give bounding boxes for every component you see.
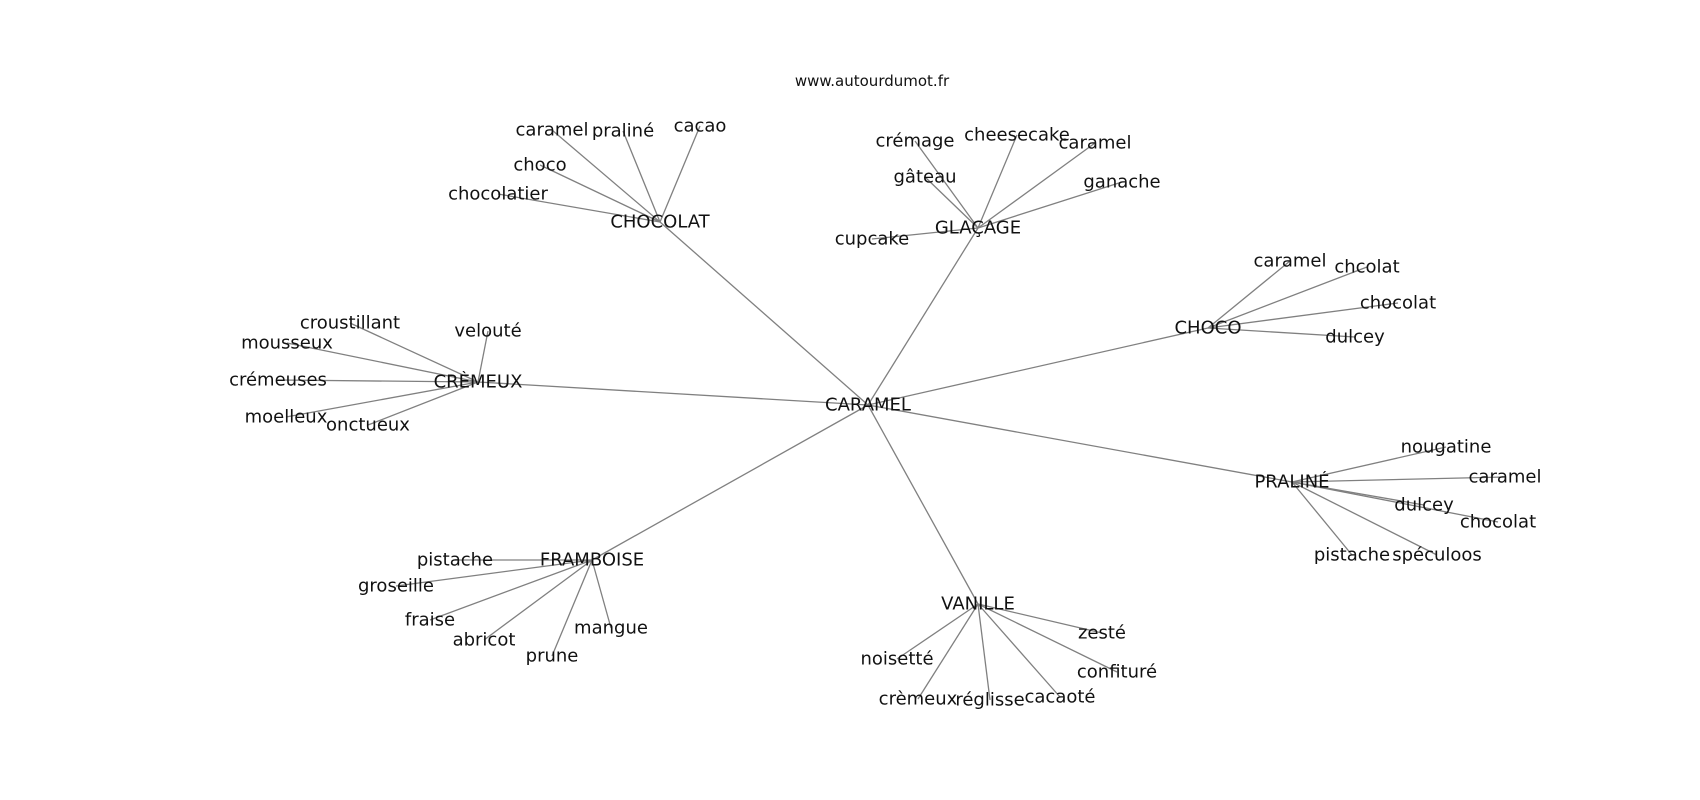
graph-edges (277, 125, 1506, 701)
leaf-praline-nougatine[interactable]: nougatine (1401, 437, 1492, 458)
leaf-vanille-noisette[interactable]: noisetté (860, 649, 933, 670)
edge-chocolat-praline (622, 130, 661, 223)
leaf-choco-dulcey[interactable]: dulcey (1325, 327, 1385, 348)
edge-caramel-framboise (591, 404, 869, 561)
edge-cremeux-cremeuses (277, 379, 479, 383)
leaf-vanille-cremeux[interactable]: crèmeux (879, 689, 958, 710)
leaf-praline-speculoos[interactable]: spéculoos (1392, 545, 1482, 566)
leaf-cremeux-mousseux[interactable]: mousseux (241, 333, 333, 354)
edge-vanille-zeste (977, 603, 1103, 634)
edge-caramel-glacage (867, 227, 979, 406)
leaf-praline-caramel[interactable]: caramel (1469, 467, 1542, 488)
edge-vanille-noisette (896, 603, 979, 660)
edge-choco-chocolat (1207, 302, 1399, 329)
leaf-framboise-groseille[interactable]: groseille (358, 576, 434, 597)
node-praline[interactable]: PRALINÉ (1254, 471, 1329, 493)
edge-caramel-cremeux (477, 381, 869, 406)
leaf-chocolat-choco[interactable]: choco (513, 155, 566, 176)
edge-choco-caramel (1207, 260, 1291, 329)
node-framboise[interactable]: FRAMBOISE (540, 550, 644, 571)
edge-chocolat-chocolatier (497, 193, 661, 223)
edge-cremeux-onctueux (367, 381, 479, 426)
edge-caramel-vanille (867, 404, 979, 605)
edge-caramel-chocolat (659, 221, 869, 406)
edge-framboise-fraise (429, 559, 593, 621)
leaf-chocolat-chocolatier[interactable]: chocolatier (448, 184, 548, 205)
edge-vanille-confiture (977, 603, 1118, 673)
leaf-framboise-fraise[interactable]: fraise (405, 610, 455, 631)
leaf-vanille-confiture[interactable]: confituré (1077, 662, 1157, 683)
leaf-vanille-zeste[interactable]: zesté (1078, 623, 1126, 644)
leaf-cremeux-cremeuses[interactable]: crémeuses (229, 370, 327, 391)
leaf-cremeux-onctueux[interactable]: onctueux (326, 415, 410, 436)
edge-caramel-praline (867, 404, 1293, 483)
leaf-glacage-cremage[interactable]: crémage (875, 131, 954, 152)
edge-choco-dulcey (1207, 327, 1356, 338)
leaf-cremeux-croustillant[interactable]: croustillant (300, 313, 400, 334)
edge-framboise-abricot (483, 559, 593, 641)
edge-chocolat-choco (539, 164, 661, 223)
leaf-vanille-reglisse[interactable]: réglisse (955, 690, 1024, 711)
node-glacage[interactable]: GLAÇAGE (935, 218, 1021, 239)
leaf-vanille-cacaote[interactable]: cacaoté (1025, 687, 1096, 708)
edge-chocolat-cacao (659, 125, 701, 223)
node-cremeux[interactable]: CRÈMEUX (434, 371, 523, 393)
leaf-choco-chocolat[interactable]: chocolat (1360, 293, 1436, 314)
leaf-framboise-prune[interactable]: prune (526, 646, 579, 667)
leaf-choco-caramel[interactable]: caramel (1254, 251, 1327, 272)
node-center-caramel[interactable]: CARAMEL (825, 395, 911, 416)
leaf-glacage-cheesecake[interactable]: cheesecake (964, 125, 1070, 146)
edge-cremeux-moelleux (285, 381, 479, 418)
leaf-cremeux-veloute[interactable]: velouté (454, 321, 521, 342)
leaf-glacage-cupcake[interactable]: cupcake (835, 229, 910, 250)
edge-vanille-cacaote (977, 603, 1061, 698)
node-choco[interactable]: CHOCO (1174, 318, 1241, 339)
leaf-framboise-mangue[interactable]: mangue (574, 618, 648, 639)
edge-framboise-prune (551, 559, 593, 657)
leaf-chocolat-cacao[interactable]: cacao (674, 116, 727, 137)
edge-glacage-cheesecake (977, 134, 1018, 229)
edge-glacage-cremage (914, 140, 979, 229)
edge-praline-chocolat (1291, 481, 1499, 523)
edge-vanille-reglisse (977, 603, 991, 701)
edge-praline-caramel (1291, 476, 1506, 483)
edge-praline-pistache (1291, 481, 1353, 556)
edge-glacage-caramel (977, 142, 1096, 229)
edge-praline-nougatine (1291, 446, 1447, 483)
edge-chocolat-caramel (551, 129, 661, 223)
edge-choco-chcolat (1207, 266, 1368, 329)
edge-glacage-ganache (977, 181, 1123, 229)
node-vanille[interactable]: VANILLE (941, 594, 1015, 615)
leaf-framboise-pistache[interactable]: pistache (417, 550, 493, 571)
site-watermark: www.autourdumot.fr (794, 72, 950, 90)
leaf-praline-dulcey[interactable]: dulcey (1394, 495, 1454, 516)
edge-cremeux-veloute (477, 330, 489, 383)
edge-cremeux-mousseux (286, 342, 479, 383)
edge-framboise-groseille (395, 559, 593, 587)
edge-vanille-cremeux (917, 603, 979, 700)
leaf-praline-chocolat[interactable]: chocolat (1460, 512, 1536, 533)
edge-glacage-cupcake (871, 227, 979, 240)
leaf-glacage-gateau[interactable]: gâteau (893, 167, 956, 188)
leaf-chocolat-praline[interactable]: praliné (592, 121, 654, 142)
edge-cremeux-croustillant (349, 322, 479, 383)
edge-framboise-mangue (591, 559, 612, 629)
edge-glacage-gateau (924, 176, 979, 229)
leaf-glacage-caramel[interactable]: caramel (1059, 133, 1132, 154)
node-chocolat[interactable]: CHOCOLAT (610, 212, 710, 233)
edge-praline-speculoos (1291, 481, 1438, 556)
leaf-choco-chcolat[interactable]: chcolat (1334, 257, 1399, 278)
leaf-cremeux-moelleux[interactable]: moelleux (245, 407, 328, 428)
leaf-glacage-ganache[interactable]: ganache (1083, 172, 1160, 193)
leaf-praline-pistache[interactable]: pistache (1314, 545, 1390, 566)
leaf-framboise-abricot[interactable]: abricot (453, 630, 516, 651)
edge-caramel-choco (867, 327, 1209, 406)
leaf-chocolat-caramel[interactable]: caramel (516, 120, 589, 141)
